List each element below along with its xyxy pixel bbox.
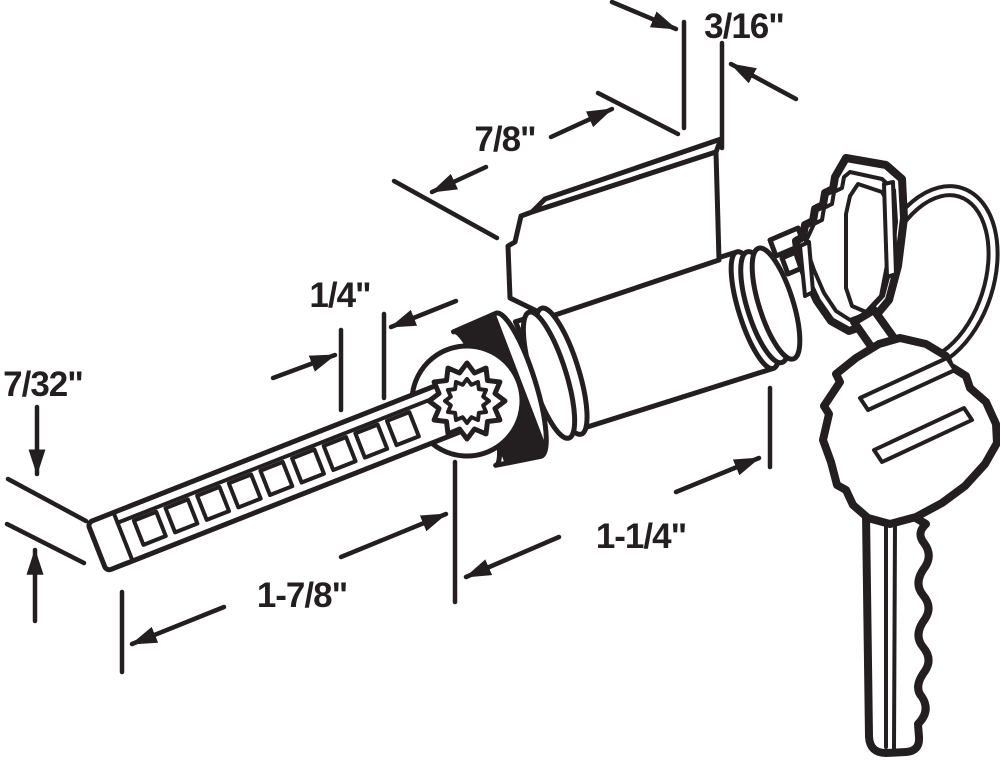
- end-collar-ring: [738, 245, 803, 366]
- rack-bar: [86, 381, 465, 573]
- dimension-arrow: [429, 164, 489, 195]
- hanging-key-blade-grooves: [884, 522, 897, 750]
- fin-front-face: [505, 149, 722, 320]
- extension-line: [595, 90, 681, 137]
- dimension-arrow: [728, 61, 799, 102]
- dimension-label-1-7-8: 1-7/8": [257, 576, 347, 615]
- mounting-fin: [505, 136, 724, 320]
- dimension-arrow: [129, 604, 227, 647]
- dimension-arrow: [463, 534, 562, 580]
- dimension-3-16: 3/16": [609, 0, 799, 151]
- splined-hub: [426, 360, 508, 442]
- dimension-7-32: 7/32": [3, 365, 89, 624]
- dimension-arrow: [609, 0, 679, 32]
- dimension-arrow: [548, 106, 615, 140]
- dimension-1-4: 1/4": [270, 276, 459, 413]
- dimension-7-8: 7/8": [391, 90, 681, 241]
- extension-line: [4, 521, 87, 566]
- key-bow: [792, 154, 908, 335]
- end-collar-front: [749, 245, 803, 362]
- dimension-annotations: 3/16" 7/8" 1/4" 7/32": [3, 0, 799, 675]
- dimension-label-7-32: 7/32": [3, 365, 83, 404]
- dimension-label-1-1-4: 1-1/4": [596, 517, 686, 556]
- extension-line: [391, 178, 500, 241]
- dimension-label-1-4: 1/4": [309, 276, 370, 315]
- dimension-arrow: [270, 352, 338, 381]
- cylinder-lock-drawing: [86, 136, 1000, 757]
- spline-inner: [443, 377, 491, 425]
- key-bow-slot: [798, 240, 815, 298]
- extension-line: [5, 476, 89, 524]
- rack-bar-top-edge: [115, 390, 450, 525]
- dimension-arrow: [388, 298, 459, 330]
- rack-bar-end-edge: [111, 510, 135, 563]
- dimension-1-1-4: 1-1/4": [463, 385, 773, 580]
- front-collar-ring: [520, 305, 590, 441]
- dimension-arrow: [338, 511, 449, 560]
- dimension-label-3-16: 3/16": [704, 7, 784, 46]
- hanging-key-head-groove: [872, 406, 974, 464]
- rack-bar-slots: [131, 410, 421, 547]
- hanging-key: [819, 306, 1000, 757]
- dimension-label-7-8: 7/8": [474, 120, 535, 159]
- dimension-arrow: [673, 455, 762, 495]
- key-bow-slot: [882, 180, 898, 279]
- dimension-1-7-8: 1-7/8": [119, 459, 458, 675]
- hanging-key-blade: [862, 510, 933, 757]
- hanging-key-head-groove: [858, 356, 957, 412]
